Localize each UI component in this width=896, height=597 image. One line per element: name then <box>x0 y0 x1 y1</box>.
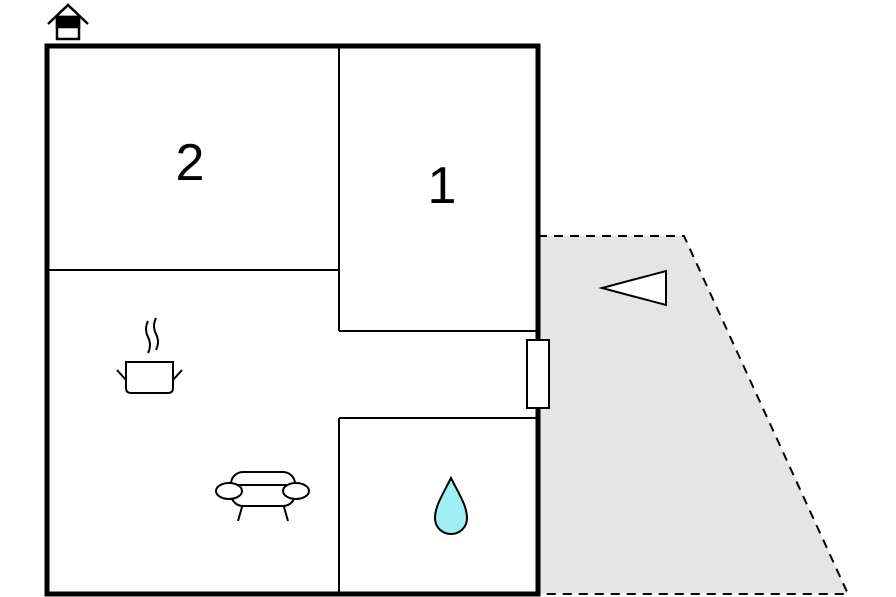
room-label-1: 1 <box>428 157 457 215</box>
room-label-2: 2 <box>176 134 205 192</box>
house-icon <box>47 3 89 41</box>
terrace-area <box>538 236 848 594</box>
cooking-pot-icon <box>116 317 183 394</box>
water-drop-icon <box>433 475 469 536</box>
outer-walls <box>44 43 541 597</box>
door <box>526 339 550 409</box>
terrace-border <box>538 235 850 595</box>
triangle-icon <box>598 269 667 307</box>
sofa-icon <box>215 471 310 522</box>
